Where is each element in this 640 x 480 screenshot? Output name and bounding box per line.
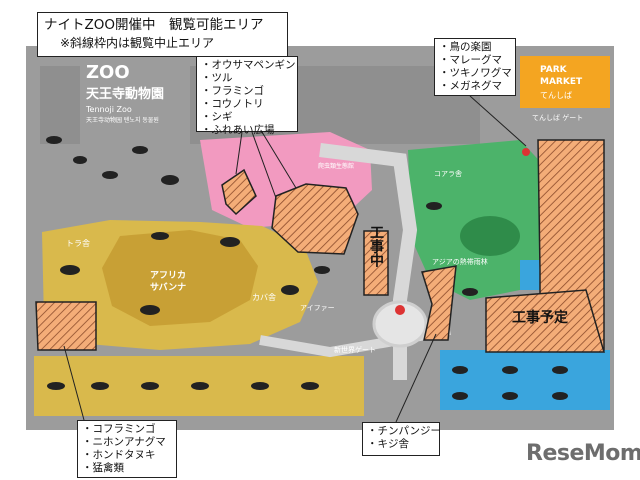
animal-silhouettes xyxy=(46,136,568,400)
planned-construction-label: 工事予定 xyxy=(512,309,568,326)
zone-label-tenshiba-gate: てんしば ゲート xyxy=(532,113,583,122)
closed-area-penguin xyxy=(271,183,359,255)
zoo-logo-name: ZOO xyxy=(86,62,130,83)
zoo-logo-name-multi: 天王寺动物园 텐노지 동물원 xyxy=(86,116,159,124)
closed-areas xyxy=(35,139,605,353)
zoo-logo: ZOO 天王寺動物園 Tennoji Zoo 天王寺动物园 텐노지 동물원 xyxy=(80,56,190,146)
title-box: ナイトZOO開催中 観覧可能エリア ※斜線枠内は観覧中止エリア xyxy=(37,12,288,57)
closed-area-chimpanzee xyxy=(421,265,457,341)
callout-lines xyxy=(63,95,527,423)
closed-area-bird xyxy=(221,168,257,216)
closed-list-bottom-left: コフラミンゴ ニホンアナグマ ホンドタヌキ 猛禽類 xyxy=(77,420,177,478)
list-item: ツキノワグマ xyxy=(439,67,512,80)
list-item: ニホンアナグマ xyxy=(82,436,172,449)
asia-pond xyxy=(460,216,520,256)
south-blue-area xyxy=(440,350,610,410)
list-item: フラミンゴ xyxy=(201,85,293,98)
list-item: マレーグマ xyxy=(439,54,511,67)
list-item: ホンドタヌキ xyxy=(82,449,172,462)
zone-label-kaba: カバ舎 xyxy=(252,293,276,302)
zoo-logo-name-ja: 天王寺動物園 xyxy=(86,86,164,102)
africa-core xyxy=(102,230,258,326)
zone-label-africa: アフリカ xyxy=(150,270,186,281)
list-item: キジ舎 xyxy=(367,438,435,451)
zone-label-asia: アジアの熱帯雨林 xyxy=(432,257,488,266)
list-item: ふれあい広場 xyxy=(201,124,293,137)
closed-area-planned xyxy=(485,289,605,353)
zone-label-tora: トラ舎 xyxy=(66,239,90,248)
closed-area-construction xyxy=(363,230,389,296)
list-item: チンパンジー xyxy=(367,425,442,438)
park-market-line3: てんしば xyxy=(540,91,572,100)
zone-label-shin-sekai-gate: 新世界ゲート xyxy=(334,345,376,354)
construction-label: 工事中 xyxy=(368,225,384,268)
closed-list-top-left: オウサマペンギン ツル フラミンゴ コウノトリ シギ ふれあい広場 xyxy=(196,56,298,136)
closed-list-bottom-mid: チンパンジー キジ舎 xyxy=(362,422,442,456)
list-item: ツル xyxy=(201,72,293,85)
park-market-line1: PARK xyxy=(540,65,568,75)
list-item: コウノトリ xyxy=(201,98,293,111)
list-item: 鳥の楽園 xyxy=(439,41,511,54)
list-item: メガネグマ xyxy=(439,80,511,93)
title-line1: ナイトZOO開催中 観覧可能エリア xyxy=(44,17,264,33)
list-item: オウサマペンギン xyxy=(201,59,296,72)
brand-logo: ReseMom xyxy=(526,441,640,466)
gate-marker xyxy=(395,305,405,315)
zone-label-ice: アイファー xyxy=(300,304,335,312)
zone-label-savanna: サバンナ xyxy=(150,282,186,293)
park-market-line2: MARKET xyxy=(540,77,583,87)
zone-label-koala: コアラ舎 xyxy=(434,170,462,178)
closed-list-top-right: 鳥の楽園 マレーグマ ツキノワグマ メガネグマ xyxy=(434,38,516,96)
list-item: コフラミンゴ xyxy=(82,423,172,436)
zone-label-reptile: 爬虫類生態館 xyxy=(318,162,354,170)
list-item: シギ xyxy=(201,111,293,124)
tenshiba-gate-marker xyxy=(522,148,530,156)
zoo-logo-name-en: Tennoji Zoo xyxy=(85,105,132,114)
closed-area-bottom-left xyxy=(35,301,97,351)
roundabout xyxy=(372,300,428,348)
title-line2: ※斜線枠内は観覧中止エリア xyxy=(60,36,215,50)
list-item: 猛禽類 xyxy=(82,462,172,475)
park-market-logo: PARK MARKET てんしば xyxy=(520,56,610,108)
